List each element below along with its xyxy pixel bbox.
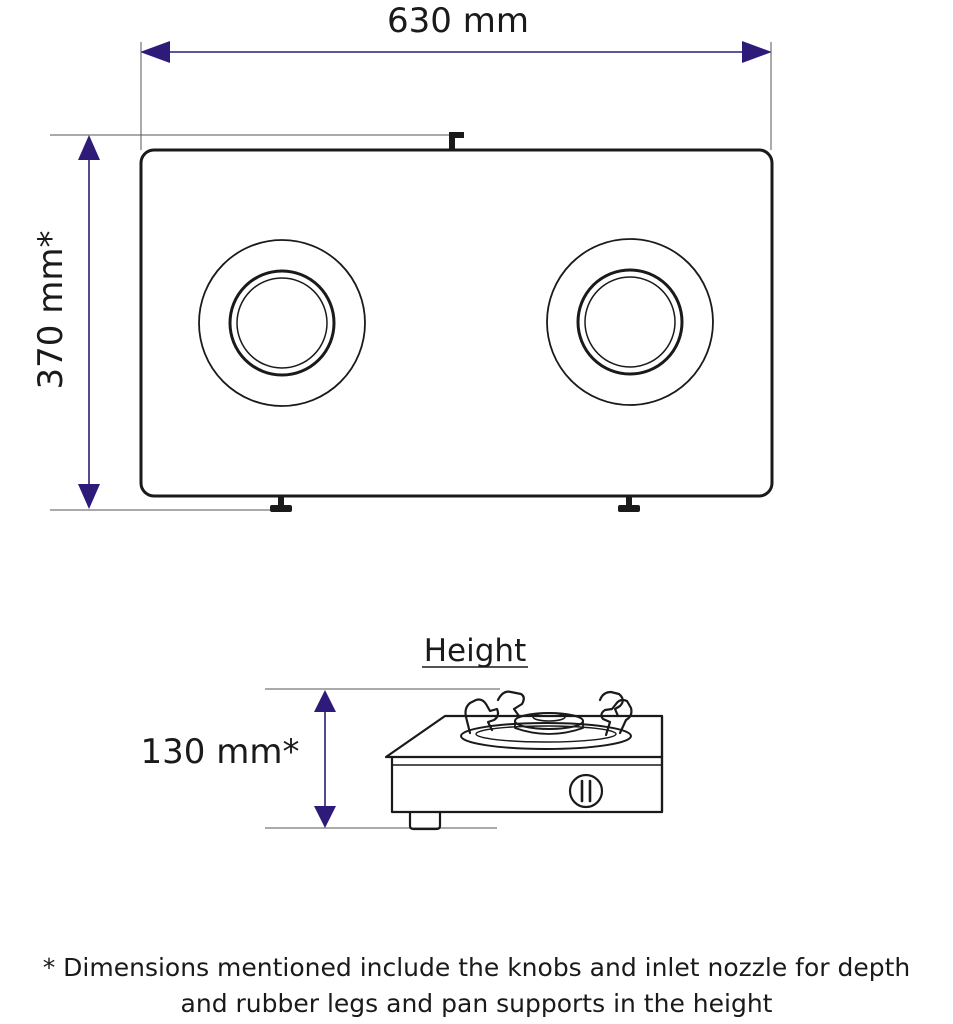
depth-extension-lines	[50, 134, 452, 511]
width-dimension-arrow	[140, 41, 772, 63]
stove-side-view-icon	[384, 690, 664, 831]
footnote-line-2: and rubber legs and pan supports in the …	[180, 989, 773, 1018]
knob-right-icon	[618, 496, 640, 512]
knob-left-icon	[270, 496, 292, 512]
stove-top-outline	[139, 148, 774, 498]
footnote-line-1: * Dimensions mentioned include the knobs…	[42, 953, 911, 982]
width-extension-lines	[140, 42, 772, 150]
burner-left-icon	[198, 239, 366, 407]
height-dimension-arrow	[314, 690, 336, 828]
height-extension-lines	[265, 688, 500, 829]
depth-dimension-label: 370 mm*	[31, 231, 71, 390]
width-dimension-label: 630 mm	[387, 1, 529, 41]
inlet-nozzle-icon	[449, 132, 464, 150]
depth-dimension-arrow	[78, 135, 100, 509]
height-section-title: Height	[424, 633, 526, 669]
burner-right-icon	[546, 238, 714, 406]
height-dimension-label: 130 mm*	[141, 732, 300, 772]
